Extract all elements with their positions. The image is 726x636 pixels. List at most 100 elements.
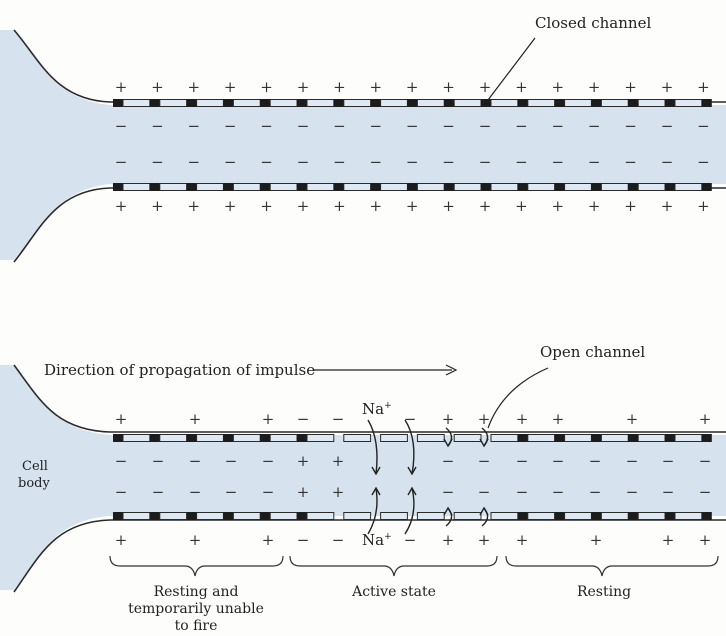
minus-charge: − (262, 483, 275, 501)
membrane-segment (123, 513, 150, 520)
channel-block (481, 183, 491, 191)
membrane-segment (528, 513, 555, 520)
minus-charge: − (697, 117, 710, 135)
channel-block (555, 183, 565, 191)
minus-charge: − (479, 153, 492, 171)
channel-block (297, 512, 307, 520)
plus-charge: + (333, 78, 346, 96)
plus-charge: + (115, 78, 128, 96)
membrane-segment (270, 184, 297, 191)
plus-charge: + (626, 410, 639, 428)
minus-charge: − (442, 483, 455, 501)
plus-charge: + (297, 78, 310, 96)
region-label-active-state: Active state (351, 584, 436, 600)
channel-block (223, 99, 233, 107)
minus-charge: − (152, 452, 165, 470)
membrane-segment (454, 100, 481, 107)
membrane-segment (270, 100, 297, 107)
minus-charge: − (115, 483, 128, 501)
membrane-segment (197, 184, 224, 191)
membrane-segment (123, 435, 150, 442)
membrane-segment (454, 184, 481, 191)
plus-charge: + (406, 78, 419, 96)
minus-charge: − (370, 153, 383, 171)
membrane-segment (454, 435, 481, 442)
minus-charge: − (115, 153, 128, 171)
minus-charge: − (662, 452, 675, 470)
minus-charge: − (516, 483, 529, 501)
channel-block (444, 99, 454, 107)
minus-charge: − (406, 153, 419, 171)
minus-charge: − (225, 452, 238, 470)
plus-charge: + (188, 197, 201, 215)
channel-block (187, 512, 197, 520)
cell-body-label-line1: Cell (22, 459, 48, 474)
membrane-segment (233, 184, 260, 191)
channel-block (555, 512, 565, 520)
membrane-segment (675, 100, 702, 107)
minus-charge: − (406, 117, 419, 135)
region-label-resting-unable-2: temporarily unable (128, 601, 264, 617)
channel-block (334, 183, 344, 191)
channel-block (591, 183, 601, 191)
minus-charge: − (332, 531, 345, 549)
channel-block (223, 183, 233, 191)
plus-charge: + (515, 197, 528, 215)
minus-charge: − (552, 452, 565, 470)
minus-charge: − (588, 117, 601, 135)
membrane-segment (344, 184, 371, 191)
membrane-segment (307, 513, 334, 520)
membrane-segment (160, 184, 187, 191)
minus-charge: − (297, 410, 310, 428)
minus-charge: − (626, 483, 639, 501)
channel-block (260, 183, 270, 191)
membrane-segment (638, 100, 665, 107)
channel-block (591, 512, 601, 520)
channel-block (150, 512, 160, 520)
channel-block (223, 512, 233, 520)
membrane-segment (307, 100, 334, 107)
channel-block (665, 434, 675, 442)
channel-block (150, 99, 160, 107)
plus-charge: + (370, 197, 383, 215)
plus-charge: + (332, 452, 345, 470)
minus-charge: − (333, 117, 346, 135)
channel-block (702, 512, 712, 520)
sodium-label-bottom: Na+ (362, 531, 392, 549)
membrane-segment (344, 435, 371, 442)
minus-charge: − (151, 117, 164, 135)
open-channel-label: Open channel (540, 343, 645, 361)
closed-channel-pointer (488, 38, 535, 100)
membrane-segment (197, 435, 224, 442)
channel-block (444, 183, 454, 191)
plus-charge: + (332, 483, 345, 501)
membrane-segment (160, 435, 187, 442)
membrane-segment (675, 184, 702, 191)
top-lower-membrane (113, 183, 712, 191)
channel-block (518, 434, 528, 442)
channel-block (591, 99, 601, 107)
channel-block (702, 99, 712, 107)
plus-charge: + (442, 78, 455, 96)
membrane-segment (233, 513, 260, 520)
minus-charge: − (626, 452, 639, 470)
channel-block (628, 183, 638, 191)
minus-charge: − (478, 483, 491, 501)
minus-charge: − (260, 153, 273, 171)
sodium-label-top: Na+ (362, 400, 392, 418)
membrane-segment (417, 100, 444, 107)
plus-charge: + (189, 531, 202, 549)
membrane-segment (270, 435, 297, 442)
minus-charge: − (624, 153, 637, 171)
plus-charge: + (260, 197, 273, 215)
plus-charge: + (262, 410, 275, 428)
bottom-axon-body (0, 365, 726, 590)
membrane-segment (675, 435, 702, 442)
channel-block (628, 434, 638, 442)
channel-block (518, 512, 528, 520)
minus-charge: − (152, 483, 165, 501)
minus-charge: − (225, 483, 238, 501)
plus-charge: + (661, 197, 674, 215)
channel-block (260, 434, 270, 442)
